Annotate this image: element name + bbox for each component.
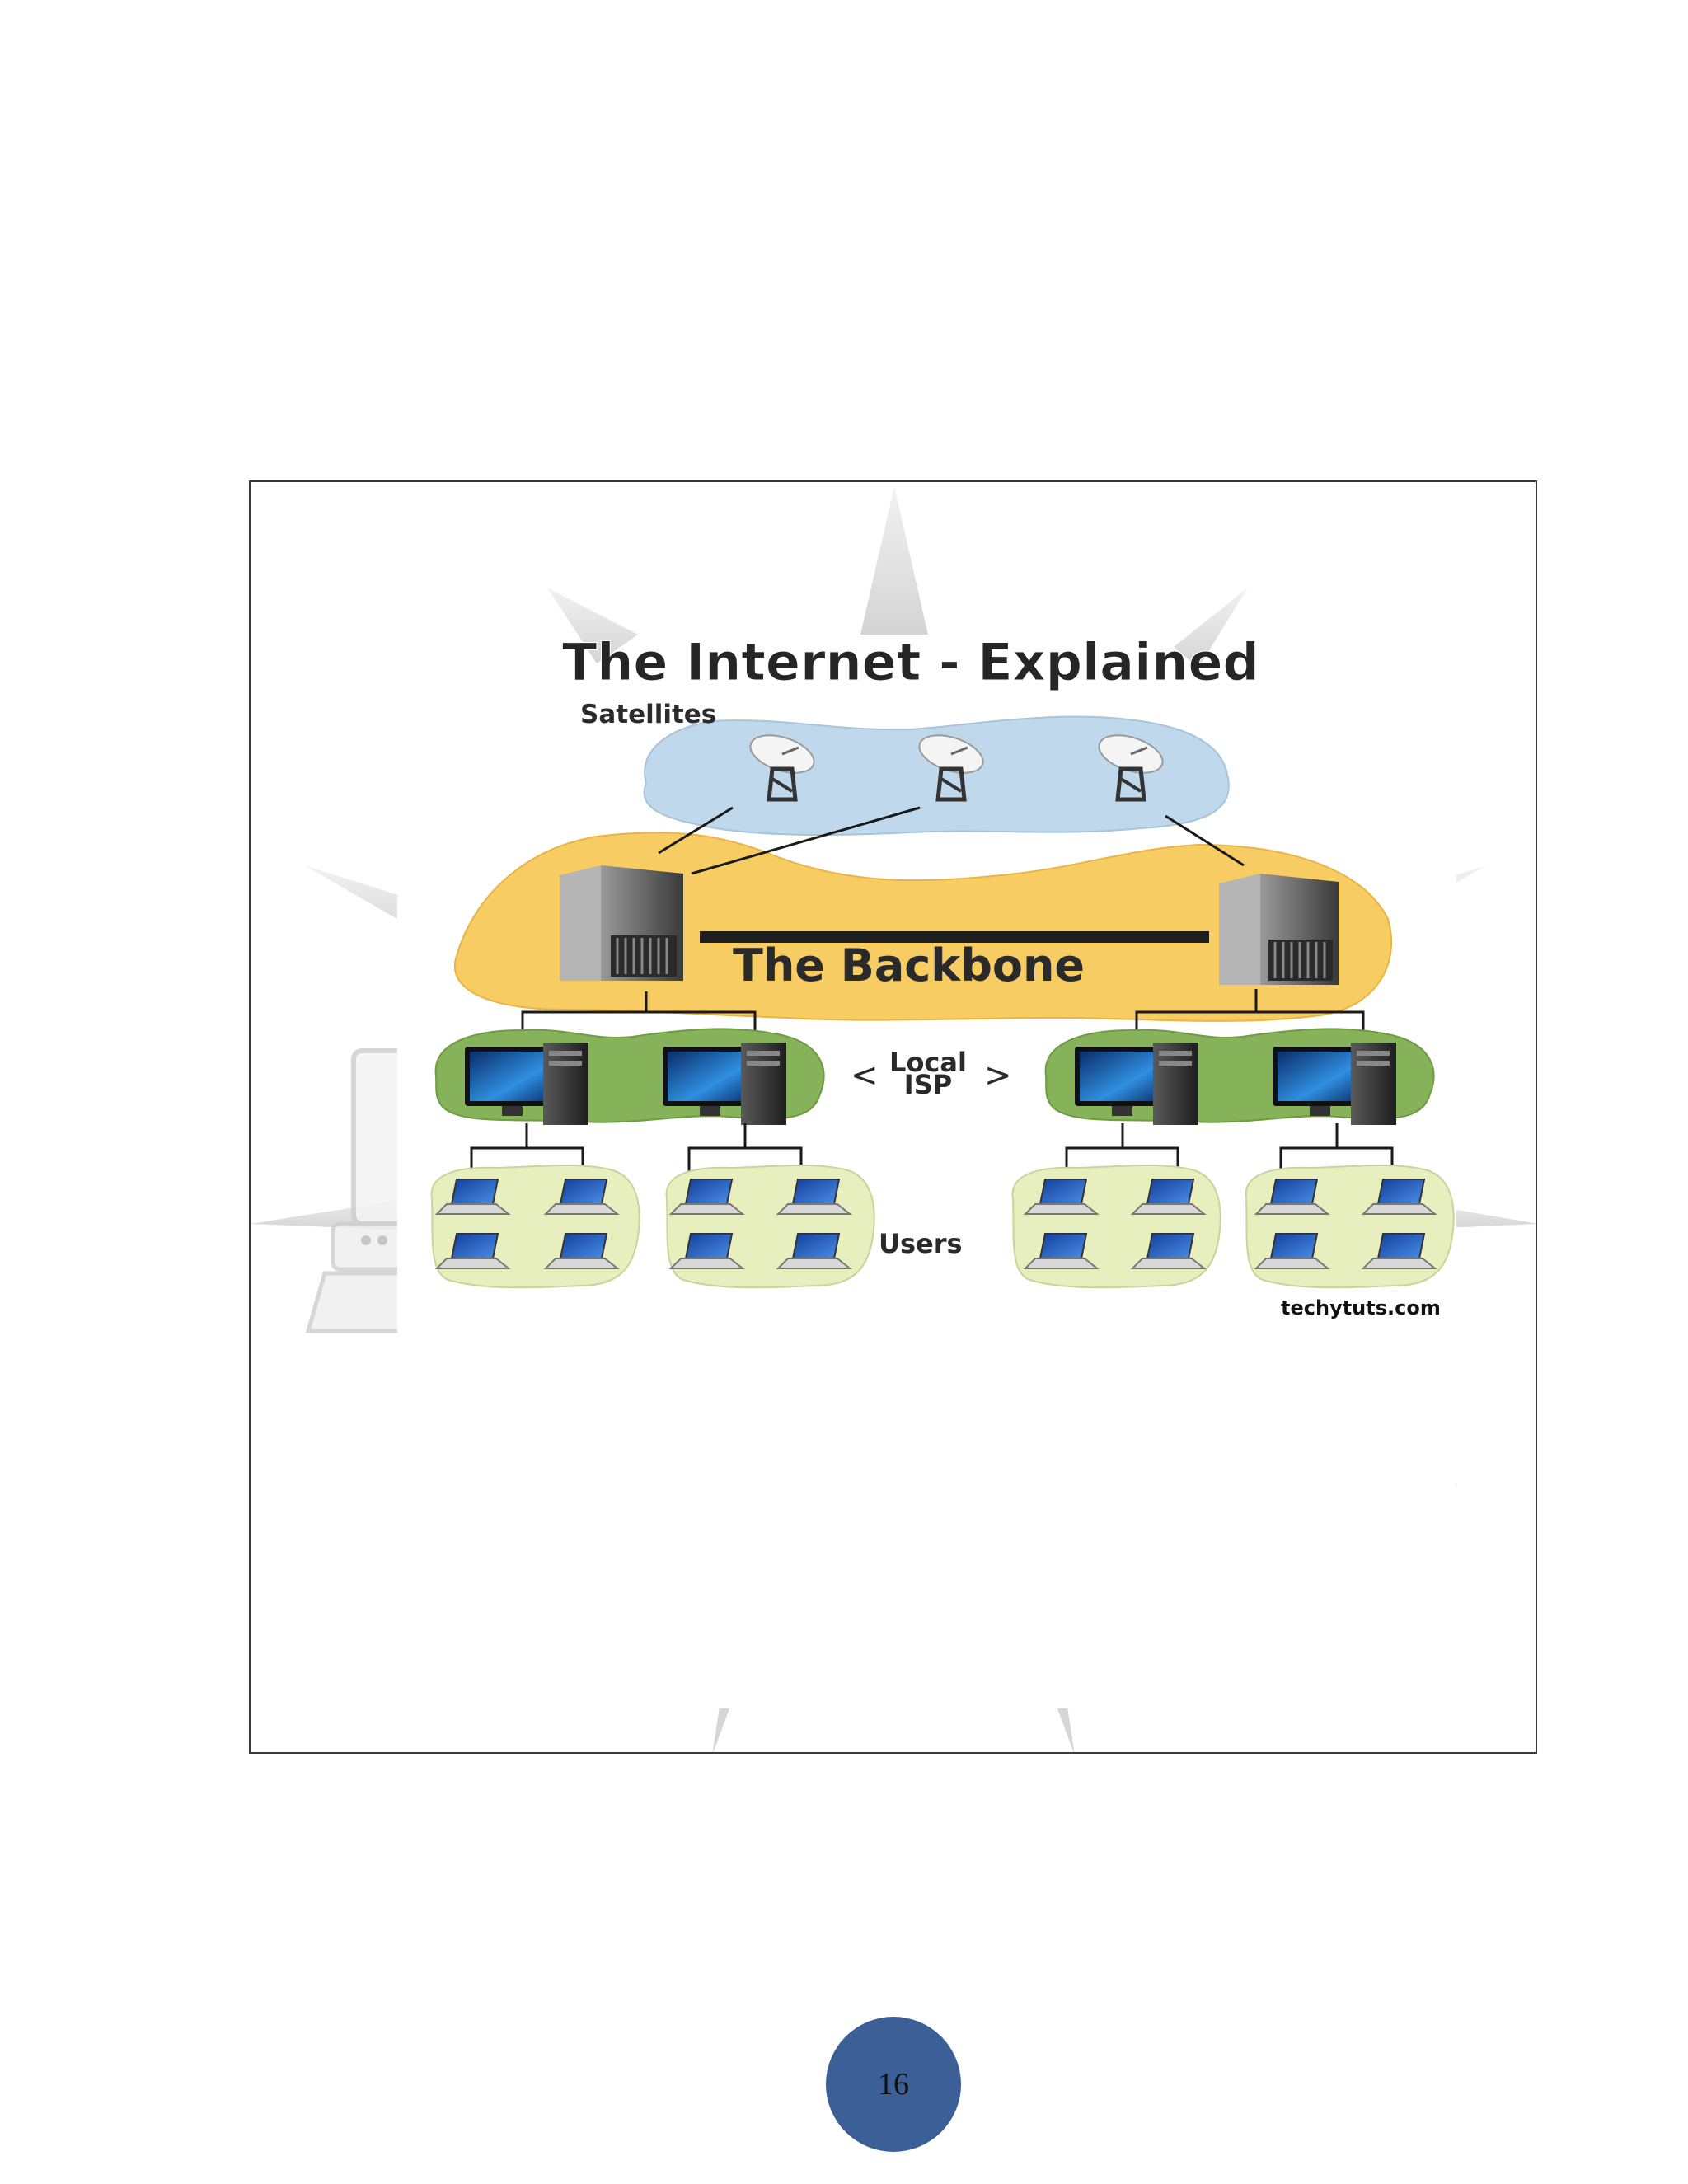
diagram-title: The Internet - Explained [562,632,1259,692]
isp-arrow-left: < [851,1057,879,1094]
server-icon [1219,874,1339,985]
server-icon [560,865,683,981]
isp-arrow-right: > [984,1057,1012,1094]
credit-label: techytuts.com [1281,1296,1441,1319]
satellites-label: Satellites [580,700,716,729]
backbone-label: The Backbone [733,940,1085,991]
users-label: Users [879,1228,963,1259]
local-isp-label-line2: ISP [904,1069,952,1100]
internet-diagram: The Internet - Explained Satellites [251,482,1537,1754]
page-number: 16 [878,2066,909,2102]
figure-frame: The Internet - Explained Satellites [249,480,1537,1754]
page-number-badge: 16 [826,2017,961,2152]
